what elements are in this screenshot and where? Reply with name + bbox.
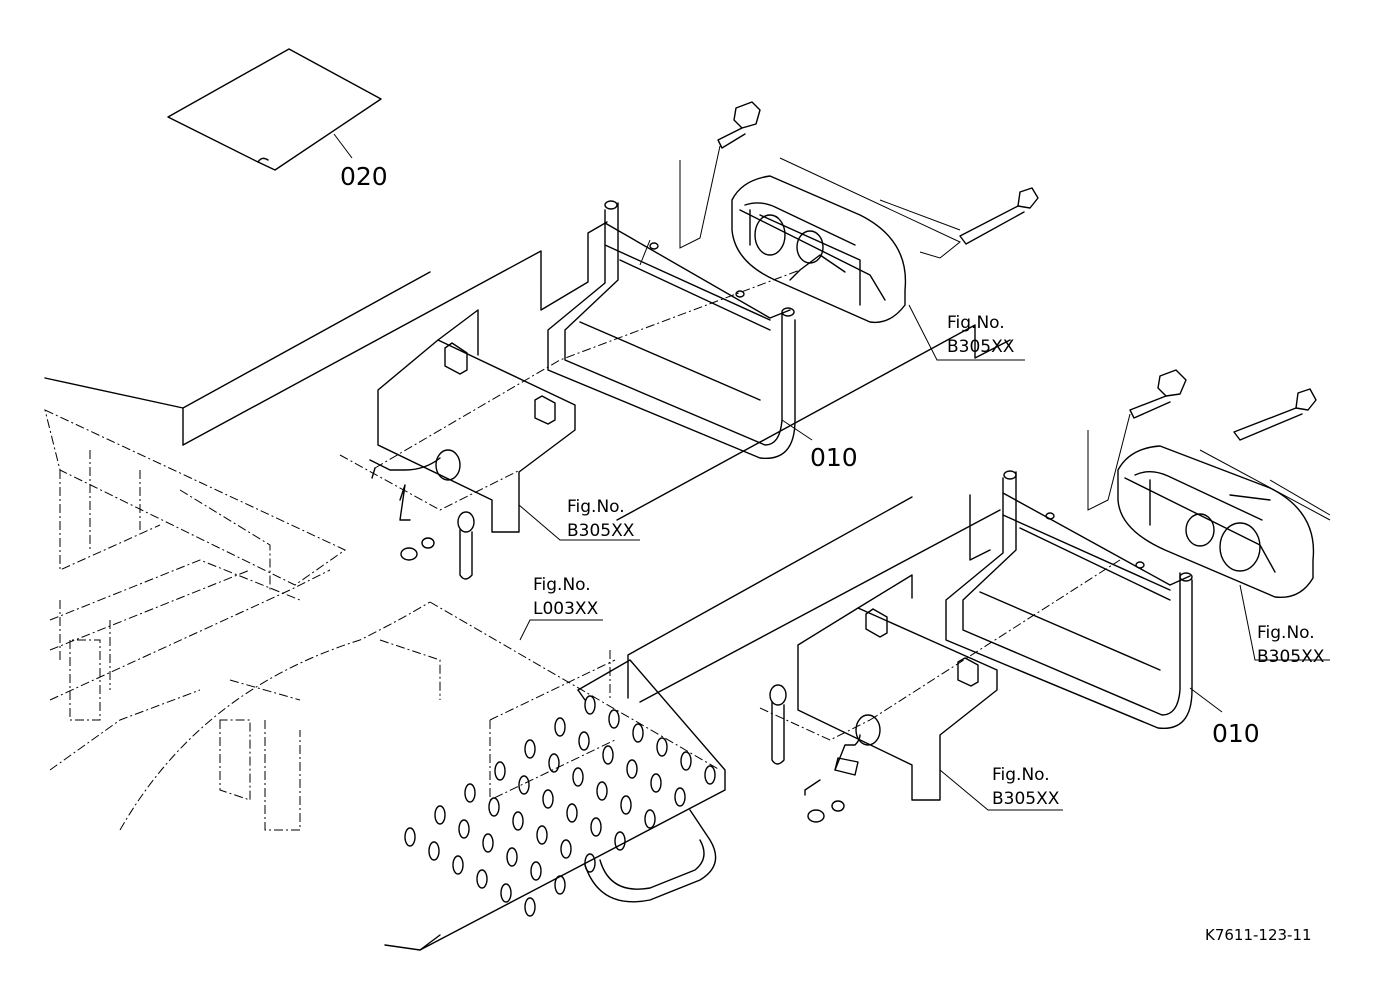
part-number-020: 020 bbox=[340, 162, 388, 191]
tread-hole bbox=[464, 783, 476, 803]
tread-hole bbox=[596, 781, 608, 801]
tread-hole bbox=[518, 775, 530, 795]
tread-hole bbox=[536, 825, 548, 845]
tread-hole bbox=[644, 809, 656, 829]
tread-hole bbox=[572, 767, 584, 787]
fig-no-label-1: Fig.No. bbox=[947, 313, 1005, 333]
fig-no-label-4: Fig.No. bbox=[1257, 623, 1315, 643]
tread-hole bbox=[530, 861, 542, 881]
fig-ref-1: B305XX bbox=[947, 337, 1015, 357]
tread-hole bbox=[626, 759, 638, 779]
fig-ref-5: B305XX bbox=[992, 789, 1060, 809]
tread-hole bbox=[584, 695, 596, 715]
frame-outline bbox=[44, 221, 1011, 703]
labels: 020 010 010 Fig.No. B305XX Fig.No. B305X… bbox=[340, 162, 1325, 944]
tread-hole bbox=[584, 853, 596, 873]
tread-hole bbox=[506, 847, 518, 867]
tread-hole bbox=[632, 723, 644, 743]
tread-hole bbox=[500, 883, 512, 903]
fig-no-label-5: Fig.No. bbox=[992, 765, 1050, 785]
tread-hole bbox=[620, 795, 632, 815]
tread-hole bbox=[488, 797, 500, 817]
fig-no-label-2: Fig.No. bbox=[567, 497, 625, 517]
part-number-010-upper: 010 bbox=[810, 443, 858, 472]
fig-no-label-3: Fig.No. bbox=[533, 575, 591, 595]
tread-hole bbox=[650, 773, 662, 793]
tread-hole bbox=[548, 753, 560, 773]
step-plate bbox=[384, 659, 726, 951]
tread-hole bbox=[680, 751, 692, 771]
tread-hole bbox=[656, 737, 668, 757]
tread-hole bbox=[428, 841, 440, 861]
tread-hole bbox=[524, 739, 536, 759]
chassis-left-dashed bbox=[44, 409, 721, 831]
tread-hole bbox=[434, 805, 446, 825]
tread-hole bbox=[674, 787, 686, 807]
tread-hole bbox=[554, 717, 566, 737]
decal-sheet bbox=[167, 48, 382, 171]
tread-hole bbox=[560, 839, 572, 859]
fig-ref-3: L003XX bbox=[533, 599, 599, 619]
tread-hole bbox=[482, 833, 494, 853]
tread-hole bbox=[404, 827, 416, 847]
tread-hole bbox=[602, 745, 614, 765]
upper-bracket-assembly bbox=[339, 101, 1039, 580]
tread-hole bbox=[452, 855, 464, 875]
lower-bracket-assembly bbox=[519, 369, 1331, 823]
tread-hole bbox=[590, 817, 602, 837]
fig-ref-2: B305XX bbox=[567, 521, 635, 541]
tread-hole bbox=[476, 869, 488, 889]
tread-hole bbox=[566, 803, 578, 823]
tread-hole bbox=[458, 819, 470, 839]
tread-hole bbox=[494, 761, 506, 781]
tread-hole bbox=[608, 709, 620, 729]
tread-hole bbox=[578, 731, 590, 751]
part-number-010-lower: 010 bbox=[1212, 719, 1260, 748]
tread-hole bbox=[524, 897, 536, 917]
tread-hole bbox=[554, 875, 566, 895]
fig-ref-4: B305XX bbox=[1257, 647, 1325, 667]
drawing-reference: K7611-123-11 bbox=[1205, 926, 1312, 944]
tread-hole bbox=[512, 811, 524, 831]
tread-hole bbox=[542, 789, 554, 809]
tread-hole bbox=[704, 765, 716, 785]
tread-hole bbox=[614, 831, 626, 851]
